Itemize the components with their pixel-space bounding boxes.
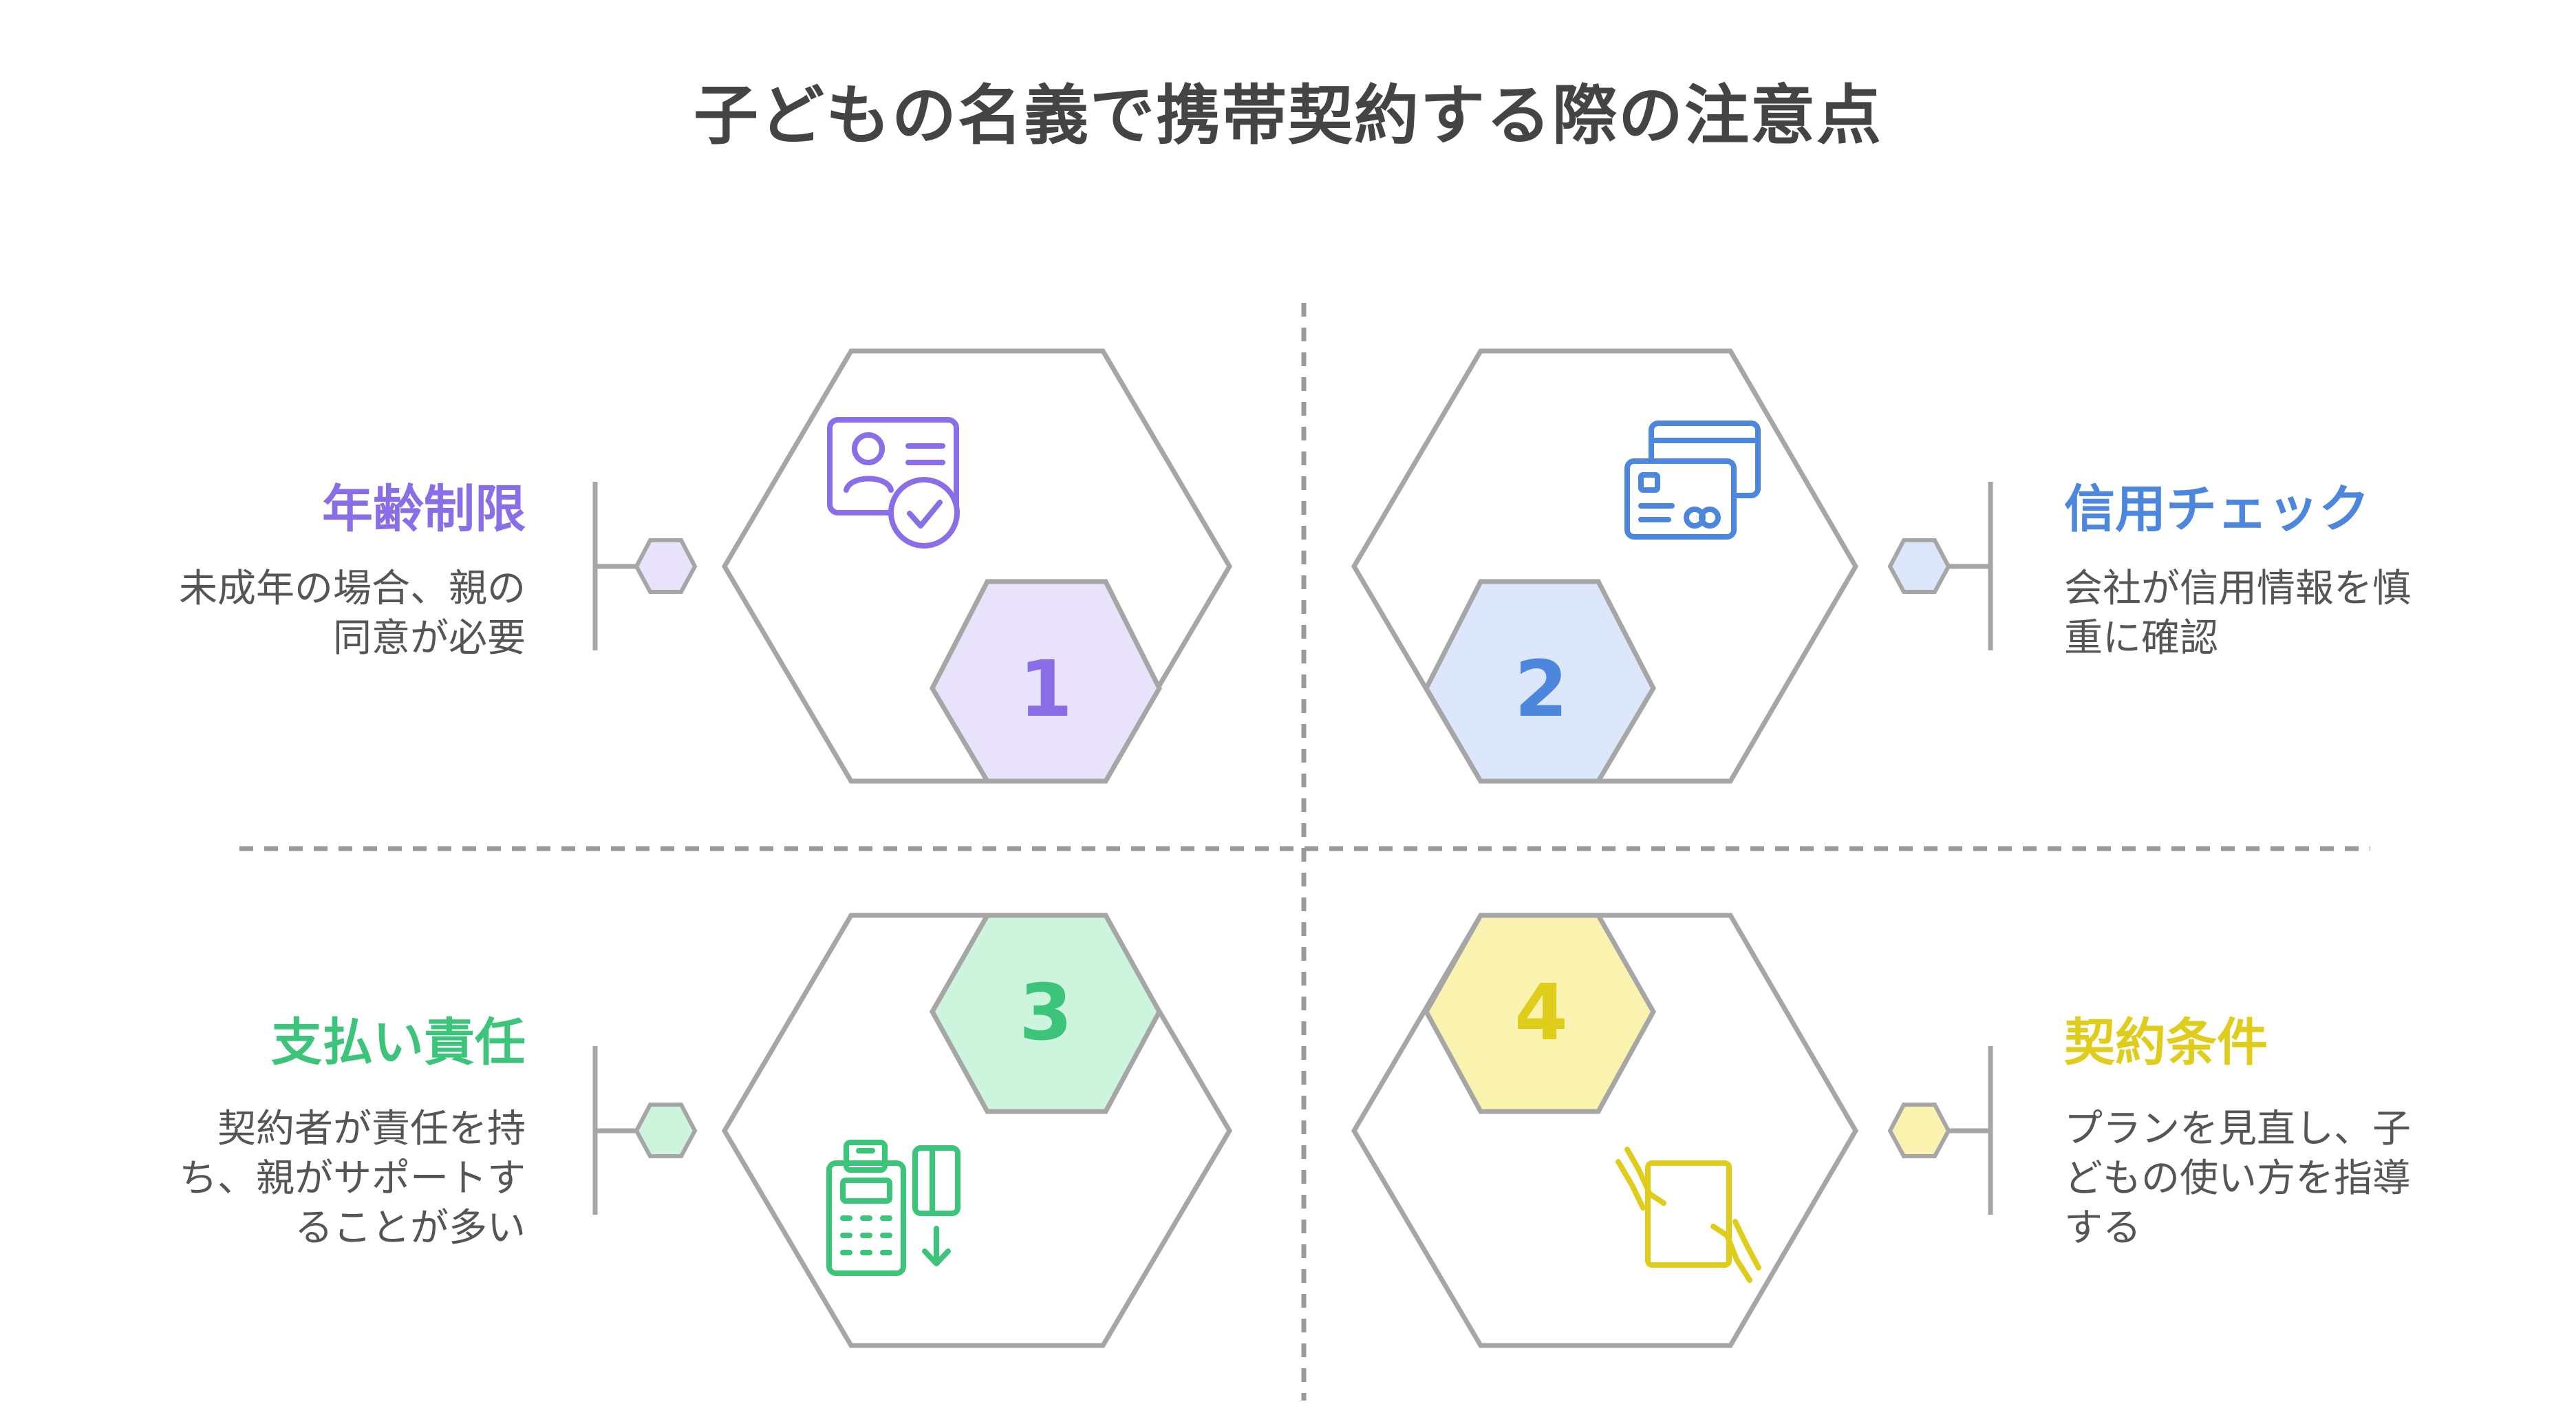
item-3-label: 支払い責任 <box>271 1013 526 1072</box>
item-4-desc-line-2: どもの使い方を指導 <box>2064 1156 2411 1201</box>
item-2: 2 <box>1351 348 1993 784</box>
item-3-desc: 契約者が責任を持 ち、親がサポートす ることが多い <box>179 1105 526 1253</box>
number-hexagon-3 <box>929 913 1162 1114</box>
number-1: 1 <box>1019 645 1073 734</box>
item-1: 1 <box>592 348 1233 784</box>
number-hexagon-4 <box>1423 913 1657 1114</box>
credit-cards-icon <box>1624 421 1761 540</box>
page-title: 子どもの名義で携帯契約する際の注意点 <box>693 78 1882 153</box>
item-1-desc-line-1: 未成年の場合、親の <box>179 566 526 611</box>
connector-hexagon-3 <box>634 1103 698 1158</box>
item-2-desc: 会社が信用情報を慎 重に確認 <box>2064 564 2411 663</box>
item-4-desc-line-3: する <box>2064 1206 2141 1251</box>
contract-handshake-icon <box>1616 1147 1761 1283</box>
item-3-desc-line-2: ち、親がサポートす <box>179 1156 526 1201</box>
number-2: 2 <box>1514 645 1568 734</box>
connector-hexagon-1 <box>634 538 698 594</box>
item-1-desc: 未成年の場合、親の 同意が必要 <box>179 564 526 663</box>
item-4-desc-line-1: プランを見直し、子 <box>2064 1107 2411 1151</box>
number-4: 4 <box>1514 968 1568 1058</box>
number-hexagon-2 <box>1424 579 1656 784</box>
number-hexagon-1 <box>930 579 1162 784</box>
item-3: 3 <box>592 913 1233 1348</box>
item-3-desc-line-1: 契約者が責任を持 <box>217 1107 526 1151</box>
item-1-label: 年齢制限 <box>322 480 526 539</box>
connector-hexagon-2 <box>1887 538 1951 594</box>
item-2-desc-line-1: 会社が信用情報を慎 <box>2064 566 2411 611</box>
connector-hexagon-4 <box>1887 1103 1951 1158</box>
item-4-label: 契約条件 <box>2064 1013 2268 1072</box>
item-3-desc-line-3: ることが多い <box>294 1206 526 1251</box>
item-4: 4 <box>1351 913 1993 1348</box>
item-4-desc: プランを見直し、子 どもの使い方を指導 する <box>2064 1105 2411 1253</box>
item-2-desc-line-2: 重に確認 <box>2064 616 2218 661</box>
item-2-label: 信用チェック <box>2064 480 2370 539</box>
number-3: 3 <box>1019 968 1073 1058</box>
id-card-check-icon <box>827 417 960 549</box>
item-1-desc-line-2: 同意が必要 <box>333 616 526 661</box>
payment-terminal-icon <box>826 1140 960 1276</box>
